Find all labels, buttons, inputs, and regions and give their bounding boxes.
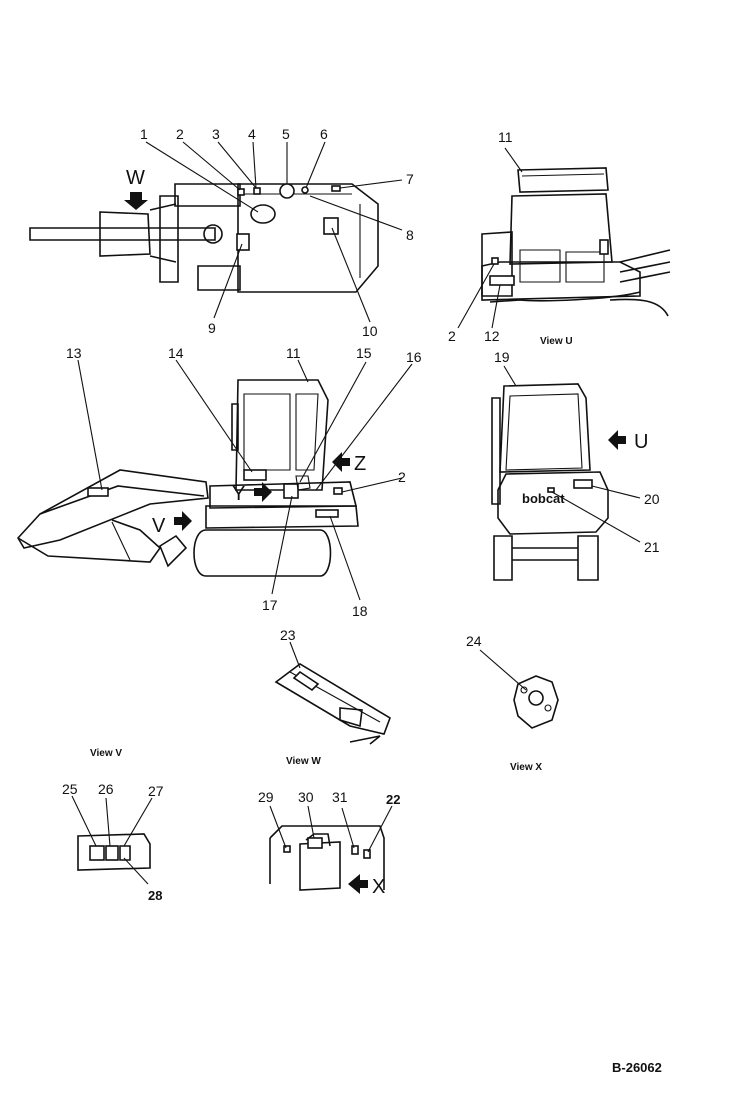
decal-5-top <box>279 183 295 199</box>
label-31: 31 <box>332 789 348 805</box>
decal-3-top <box>253 187 261 195</box>
label-12: 12 <box>484 328 500 344</box>
decal-2-top <box>237 188 245 196</box>
decal-29-view-y <box>283 845 291 853</box>
label-10: 10 <box>362 323 378 339</box>
label-2-side: 2 <box>398 469 406 485</box>
label-1: 1 <box>140 126 148 142</box>
label-20: 20 <box>644 491 660 507</box>
label-9: 9 <box>208 320 216 336</box>
decal-1-top <box>250 204 276 224</box>
label-29: 29 <box>258 789 274 805</box>
label-24: 24 <box>466 633 482 649</box>
top-view <box>29 141 403 323</box>
label-16: 16 <box>406 349 422 365</box>
label-17: 17 <box>262 597 278 613</box>
label-15: 15 <box>356 345 372 361</box>
decal-12-view-u <box>489 275 515 286</box>
decal-10-top <box>323 217 339 235</box>
decal-13-side <box>87 487 109 497</box>
decal-14-side <box>243 469 267 481</box>
label-5: 5 <box>282 126 290 142</box>
decal-17-side <box>283 483 299 499</box>
decal-7-top <box>331 185 341 192</box>
rear-view: bobcat <box>491 365 641 581</box>
decal-2-side <box>333 487 343 495</box>
decal-30-view-y <box>307 837 323 849</box>
view-marker-x: X <box>372 876 385 898</box>
decal-11-view-u <box>599 239 609 255</box>
label-11-view-u: 11 <box>498 129 513 145</box>
decal-6-top <box>301 186 309 194</box>
decal-23-view-w <box>292 670 320 692</box>
decal-18-side <box>315 509 339 518</box>
view-u <box>457 147 671 329</box>
view-marker-w: W <box>126 167 145 189</box>
side-view <box>17 359 413 601</box>
decal-9-top <box>236 233 250 251</box>
label-11-side: 11 <box>286 345 301 361</box>
view-w <box>274 641 391 745</box>
decal-31-view-y <box>351 845 359 855</box>
label-25: 25 <box>62 781 78 797</box>
view-v-title: View V <box>90 748 122 759</box>
label-28: 28 <box>148 888 162 903</box>
label-6: 6 <box>320 126 328 142</box>
label-27: 27 <box>148 783 164 799</box>
decal-2-view-u <box>491 257 499 265</box>
view-x-title: View X <box>510 762 542 773</box>
label-3: 3 <box>212 126 220 142</box>
label-7: 7 <box>406 171 414 187</box>
view-marker-y: Y <box>232 483 245 505</box>
decal-21-rear <box>547 487 555 493</box>
decal-22-view-y <box>363 849 371 859</box>
label-21: 21 <box>644 539 660 555</box>
label-26: 26 <box>98 781 114 797</box>
label-18: 18 <box>352 603 368 619</box>
label-2-top: 2 <box>176 126 184 142</box>
view-marker-z: Z <box>354 453 366 475</box>
label-30: 30 <box>298 789 314 805</box>
label-14: 14 <box>168 345 184 361</box>
decal-25-view-v <box>89 845 105 861</box>
decal-24-view-x <box>528 690 544 706</box>
view-marker-u: U <box>634 431 648 453</box>
label-2-view-u: 2 <box>448 328 456 344</box>
decal-27-view-v <box>119 845 131 861</box>
view-x <box>479 649 559 729</box>
view-marker-v: V <box>152 515 166 537</box>
label-4: 4 <box>248 126 256 142</box>
label-19: 19 <box>494 349 510 365</box>
view-v-detail <box>71 795 153 885</box>
machine-logo: bobcat <box>522 491 565 506</box>
label-8: 8 <box>406 227 414 243</box>
label-23: 23 <box>280 627 296 643</box>
label-13: 13 <box>66 345 82 361</box>
view-u-title: View U <box>540 336 573 347</box>
reference-number: B-26062 <box>612 1060 662 1075</box>
decal-20-rear <box>573 479 593 489</box>
decal-26-view-v <box>105 845 119 861</box>
label-22: 22 <box>386 792 400 807</box>
view-w-title: View W <box>286 756 321 767</box>
view-y-detail <box>269 805 393 894</box>
